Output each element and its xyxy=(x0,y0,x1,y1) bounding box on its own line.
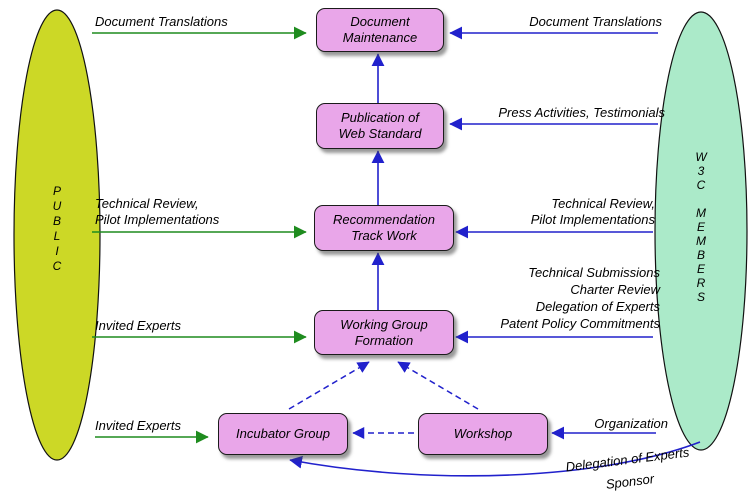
label-public-document-translations: Document Translations xyxy=(95,14,228,29)
box-label: Recommendation xyxy=(333,212,435,227)
box-label: Workshop xyxy=(453,426,513,441)
arrow-members-delegation-sponsor xyxy=(289,441,701,477)
box-publication-web-standard: Publication of Web Standard xyxy=(316,103,444,149)
box-incubator-group: Incubator Group xyxy=(218,413,348,455)
label-members-press-activities: Press Activities, Testimonials xyxy=(498,105,665,120)
box-label: Formation xyxy=(354,332,414,348)
label-members-technical-review: Technical Review, Pilot Implementations xyxy=(530,196,655,227)
box-label: Publication of xyxy=(340,110,420,125)
box-workshop: Workshop xyxy=(418,413,548,455)
label-members-document-translations: Document Translations xyxy=(529,14,662,29)
label-members-organization: Organization xyxy=(594,416,668,431)
box-working-group-formation: Working Group Formation xyxy=(314,310,454,355)
box-label: Track Work xyxy=(351,228,417,243)
box-label: Incubator Group xyxy=(236,426,330,441)
box-label: Document xyxy=(350,14,410,29)
label-public-technical-review: Technical Review, Pilot Implementations xyxy=(95,196,220,227)
arrow-workshop-to-working-group xyxy=(397,361,479,410)
w3c-members-ellipse xyxy=(654,11,748,451)
w3c-members-label: W 3 C M E M B E R S xyxy=(695,150,707,304)
box-label: Web Standard xyxy=(338,126,422,141)
arrow-incubator-to-working-group xyxy=(288,361,370,410)
box-label: Working Group xyxy=(340,316,428,332)
label-public-invited-experts: Invited Experts xyxy=(95,318,181,333)
label-members-working-group-inputs: Technical Submissions Charter Review Del… xyxy=(500,265,660,331)
box-label: Maintenance xyxy=(342,30,418,45)
label-public-invited-experts-incubator: Invited Experts xyxy=(95,418,181,433)
box-recommendation-track-work: Recommendation Track Work xyxy=(314,205,454,251)
public-label: P U B L I C xyxy=(52,184,62,273)
public-ellipse xyxy=(13,9,101,461)
box-document-maintenance: Document Maintenance xyxy=(316,8,444,52)
